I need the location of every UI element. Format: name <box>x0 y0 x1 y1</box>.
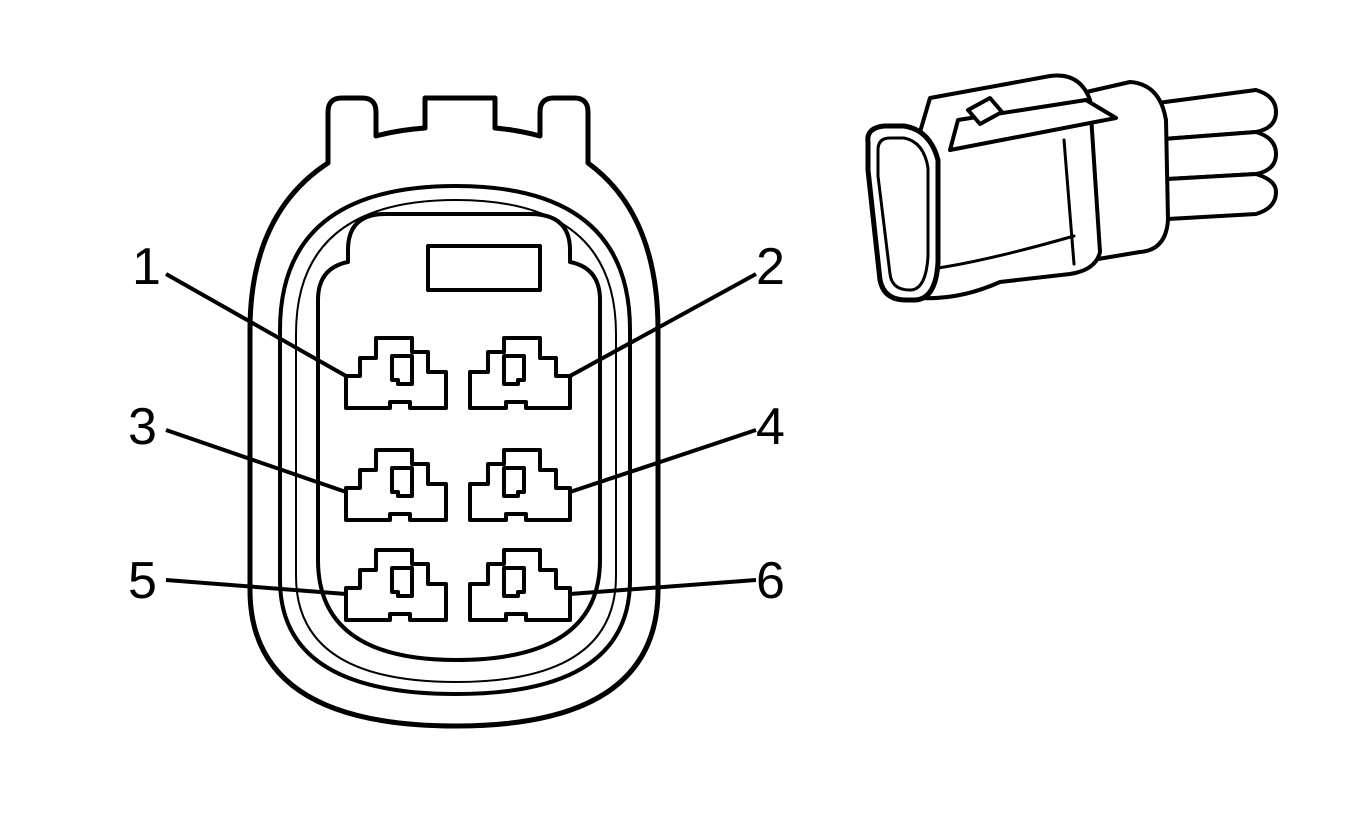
terminal-pinhole <box>390 466 414 498</box>
terminal-pinhole <box>502 466 526 498</box>
lock-tab <box>966 96 1004 126</box>
key-slot <box>426 244 542 292</box>
terminal-1 <box>344 336 448 410</box>
leader-line-4 <box>569 428 757 494</box>
leader-line-3 <box>165 428 347 494</box>
leader-line-2 <box>569 272 757 378</box>
terminal-pinhole <box>502 354 526 386</box>
pin-label-4: 4 <box>756 398 785 456</box>
pin-label-3: 3 <box>128 398 157 456</box>
terminal-pinhole <box>390 566 414 598</box>
leader-line-5 <box>165 578 347 596</box>
body-seam <box>936 234 1076 270</box>
terminals <box>344 336 572 622</box>
terminal-pinhole <box>502 566 526 598</box>
terminal-3 <box>344 448 448 522</box>
pin-label-5: 5 <box>128 552 157 610</box>
wire <box>1148 172 1278 222</box>
pin-label-2: 2 <box>756 238 785 296</box>
terminal-cavity-wall <box>316 212 602 662</box>
terminal-4 <box>468 448 572 522</box>
lock-bar <box>948 98 1118 152</box>
connector-front-face-inner <box>876 136 930 292</box>
pin-label-6: 6 <box>756 552 785 610</box>
terminal-5 <box>344 548 448 622</box>
connector-face <box>247 95 661 729</box>
leader-line-6 <box>569 578 757 596</box>
wire <box>1148 130 1278 182</box>
leader-line-1 <box>165 272 347 378</box>
body-seam <box>1062 138 1076 266</box>
connector-housing-ring <box>278 184 632 696</box>
terminal-pinhole <box>390 354 414 386</box>
terminal-6 <box>468 548 572 622</box>
leader-lines <box>165 272 757 596</box>
connector-housing-ring-thin <box>295 199 617 683</box>
wire-bundle <box>1148 88 1278 222</box>
terminal-2 <box>468 336 572 410</box>
connector-perspective-view <box>865 73 1278 303</box>
wire <box>1148 88 1278 142</box>
pin-label-1: 1 <box>132 238 161 296</box>
connector-housing-outer <box>247 95 661 729</box>
